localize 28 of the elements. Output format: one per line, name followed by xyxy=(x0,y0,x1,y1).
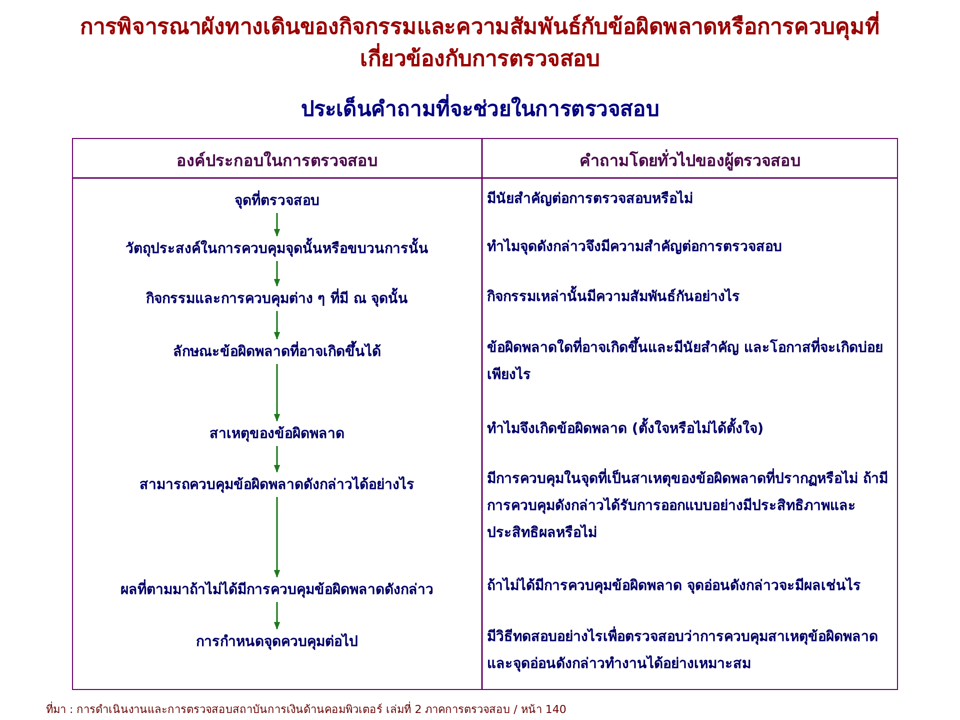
arrow xyxy=(274,497,280,578)
step-text: การกำหนดจุดควบคุมต่อไป xyxy=(196,630,358,652)
question-text: ถ้าไม่ได้มีการควบคุมข้อผิดพลาด จุดอ่อนดังกล่าวจะมีผลเช่นไร xyxy=(487,576,862,596)
step-text: วัตถุประสงค์ในการควบคุมจุดนั้นหรือขบวนการนั้น xyxy=(126,237,428,259)
step-text: ผลที่ตามมาถ้าไม่ได้มีการควบคุมข้อผิดพลาดดังกล่าว xyxy=(120,578,434,600)
arrow xyxy=(274,261,280,287)
question-text: ทำไมจุดดังกล่าวจึงมีความสำคัญต่อการตรวจสอบ xyxy=(487,237,783,257)
question-text: มีนัยสำคัญต่อการตรวจสอบหรือไม่ xyxy=(487,189,694,209)
arrow xyxy=(274,364,280,422)
step-text: สาเหตุของข้อผิดพลาด xyxy=(210,422,344,444)
question-text: ทำไมจึงเกิดข้อผิดพลาด (ตั้งใจหรือไม่ได้ตั้งใจ) xyxy=(487,416,892,443)
question-text: มีการควบคุมในจุดที่เป็นสาเหตุของข้อผิดพลาดที่ปรากฏหรือไม่ ถ้ามีการควบคุมดังกล่าวได้รับการออกแบบอย่างมีประสิทธิภาพและประสิทธิผลหรือไม่ xyxy=(487,466,892,547)
source-note: ที่มา : การดำเนินงานและการตรวจสอบสถาบันการเงินด้านคอมพิวเตอร์ เล่มที่ 2 ภาคการตรวจสอบ / หน้า 140 xyxy=(46,700,566,718)
arrow xyxy=(274,213,280,237)
column-header: องค์ประกอบในการตรวจสอบ xyxy=(176,150,378,172)
arrow xyxy=(274,602,280,630)
question-text: ข้อผิดพลาดใดที่อาจเกิดขึ้นและมีนัยสำคัญ และโอกาสที่จะเกิดบ่อยเพียงไร xyxy=(487,335,892,389)
subtitle: ประเด็นคำถามที่จะช่วยในการตรวจสอบ xyxy=(40,92,920,125)
column-header: คำถามโดยทั่วไปของผู้ตรวจสอบ xyxy=(578,148,802,173)
arrow xyxy=(274,446,280,473)
title: การพิจารณาผังทางเดินของกิจกรรมและความสัมพันธ์กับข้อผิดพลาดหรือการควบคุมที่เกี่ยวข้องกับการตรวจสอบ xyxy=(40,12,920,76)
arrow xyxy=(274,311,280,340)
step-text: กิจกรรมและการควบคุมต่าง ๆ ที่มี ณ จุดนั้น xyxy=(146,287,408,309)
step-text: จุดที่ตรวจสอบ xyxy=(234,189,320,211)
question-text: กิจกรรมเหล่านั้นมีความสัมพันธ์กันอย่างไร xyxy=(487,284,892,311)
step-text: สามารถควบคุมข้อผิดพลาดดังกล่าวได้อย่างไร xyxy=(140,473,414,495)
step-text: ลักษณะข้อผิดพลาดที่อาจเกิดขึ้นได้ xyxy=(173,340,381,362)
question-text: มีวิธีทดสอบอย่างไรเพื่อตรวจสอบว่าการควบคุมสาเหตุข้อผิดพลาด และจุดอ่อนดังกล่าวทำงานได้อย่างเหมาะสม xyxy=(487,624,892,678)
